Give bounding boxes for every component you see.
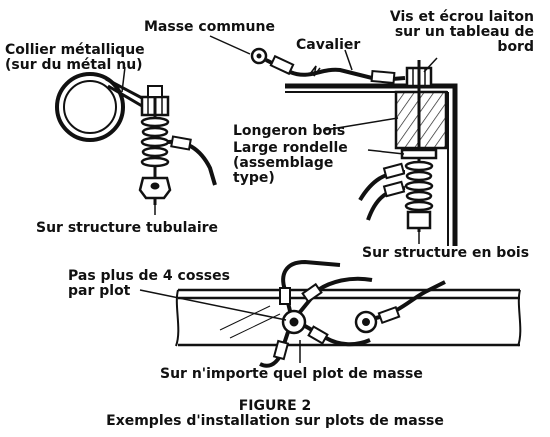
label-vis-ecrou-line3: bord bbox=[497, 39, 534, 55]
wood-structure-illustration bbox=[250, 47, 458, 246]
label-rondelle-line1: Large rondelle bbox=[233, 140, 348, 156]
tube-ground-wire bbox=[167, 139, 217, 186]
metal-collar-strap bbox=[105, 77, 143, 108]
figure-caption-block: FIGURE 2 Exemples d'installation sur plo… bbox=[0, 399, 550, 429]
wood-washer-stack bbox=[404, 160, 434, 212]
label-pas-plus: Pas plus de 4 cosses par plot bbox=[68, 269, 230, 299]
figure-caption: Exemples d'installation sur plots de mas… bbox=[106, 413, 444, 429]
wood-spar bbox=[394, 90, 448, 150]
label-rondelle-line2: (assemblage bbox=[233, 155, 334, 171]
label-sur-tubulaire: Sur structure tubulaire bbox=[36, 220, 219, 236]
label-rondelle: Large rondelle (assemblage type) bbox=[233, 141, 348, 186]
label-collier: Collier métallique (sur du métal nu) bbox=[5, 43, 145, 73]
wood-bottom-nut bbox=[406, 210, 432, 230]
label-vis-ecrou-line2: sur un tableau de bbox=[394, 24, 534, 40]
ground-stud-illustration bbox=[175, 259, 522, 368]
figure-number: FIGURE 2 bbox=[238, 398, 312, 414]
label-masse-commune: Masse commune bbox=[144, 19, 275, 35]
tube-outer-ring bbox=[55, 72, 125, 142]
washer-stack bbox=[140, 116, 170, 168]
label-vis-ecrou: Vis et écrou laiton sur un tableau de bo… bbox=[366, 10, 534, 55]
label-sur-plot: Sur n'importe quel plot de masse bbox=[160, 366, 423, 382]
tube-inner-ring bbox=[63, 80, 117, 134]
tubular-structure-illustration bbox=[55, 72, 217, 205]
common-ground-wire bbox=[265, 58, 406, 83]
large-washer bbox=[400, 148, 438, 160]
label-cavalier: Cavalier bbox=[296, 37, 361, 53]
label-pas-plus-line2: par plot bbox=[68, 283, 131, 299]
leader-lines bbox=[121, 35, 438, 363]
panel-bracket bbox=[285, 83, 458, 246]
label-collier-line2: (sur du métal nu) bbox=[5, 57, 143, 73]
label-rondelle-line3: type) bbox=[233, 170, 275, 186]
label-sur-bois: Sur structure en bois bbox=[362, 245, 530, 261]
rail-top bbox=[178, 288, 520, 300]
label-pas-plus-line1: Pas plus de 4 cosses bbox=[68, 268, 230, 284]
label-longeron: Longeron bois bbox=[233, 123, 346, 139]
label-vis-ecrou-line1: Vis et écrou laiton bbox=[389, 9, 534, 25]
label-collier-line1: Collier métallique bbox=[5, 42, 145, 58]
